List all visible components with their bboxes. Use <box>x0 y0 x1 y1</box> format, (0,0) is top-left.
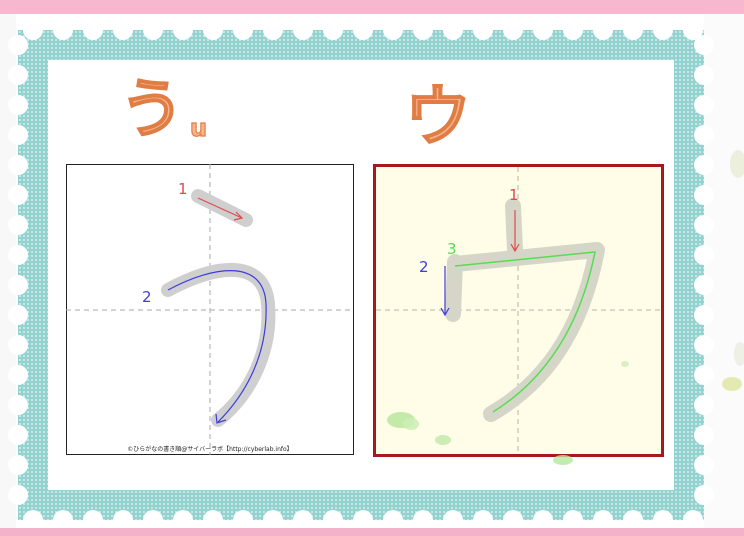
stamp-scallop <box>23 510 43 530</box>
stamp-scallop <box>694 485 714 505</box>
katakana-stroke-2-number: 2 <box>419 258 429 276</box>
stamp-scallop <box>233 510 253 530</box>
stamp-scallop <box>694 395 714 415</box>
stamp-scallop <box>443 20 463 40</box>
stamp-scallop <box>113 20 133 40</box>
stamp-scallop <box>143 20 163 40</box>
stamp-scallop <box>694 65 714 85</box>
stamp-scallop <box>533 510 553 530</box>
stamp-scallop <box>173 20 193 40</box>
stamp-scallop <box>293 20 313 40</box>
stamp-scallop <box>683 20 703 40</box>
stamp-scallop <box>8 365 28 385</box>
stamp-scallop <box>293 510 313 530</box>
katakana-stroke-3-number: 3 <box>447 240 457 258</box>
stamp-scallop <box>653 20 673 40</box>
stamp-scallop <box>8 425 28 445</box>
stamp-scallop <box>694 365 714 385</box>
stamp-scallop <box>8 395 28 415</box>
hiragana-stroke-diagram: 1 2 <box>66 164 354 455</box>
stamp-scallop <box>593 510 613 530</box>
stamp-scallop <box>8 65 28 85</box>
stamp-scallop <box>413 510 433 530</box>
stamp-scallop <box>533 20 553 40</box>
stamp-scallop <box>8 35 28 55</box>
top-pink-bar <box>0 0 744 14</box>
stamp-scallop <box>694 125 714 145</box>
right-flowers-decoration <box>722 150 744 391</box>
stamp-scallop <box>263 20 283 40</box>
stamp-scallop <box>233 20 253 40</box>
stamp-scallop <box>203 20 223 40</box>
stamp-scallop <box>694 305 714 325</box>
stamp-scallop <box>694 455 714 475</box>
stamp-scallop <box>383 510 403 530</box>
stamp-scallop <box>8 275 28 295</box>
stamp-scallop <box>83 20 103 40</box>
stamp-scallop <box>8 185 28 205</box>
stamp-scallop <box>83 510 103 530</box>
katakana-stroke-diagram: 1 2 3 <box>376 167 661 465</box>
katakana-title: ウ <box>404 78 472 155</box>
stamp-scallop <box>623 510 643 530</box>
stamp-scallop <box>8 485 28 505</box>
stamp-scallop <box>503 20 523 40</box>
katakana-stroke-1-number: 1 <box>509 186 519 204</box>
stamp-scallop <box>383 20 403 40</box>
stamp-scallop <box>473 20 493 40</box>
stamp-scallop <box>694 245 714 265</box>
stamp-scallop <box>8 125 28 145</box>
stamp-scallop <box>173 510 193 530</box>
stamp-scallop <box>694 155 714 175</box>
stamp-scallop <box>623 20 643 40</box>
stamp-scallop <box>8 95 28 115</box>
stamp-scallop <box>694 425 714 445</box>
stamp-scallop <box>683 510 703 530</box>
stamp-scallop <box>563 20 583 40</box>
stamp-scallop <box>263 510 283 530</box>
stamp-scallop <box>53 20 73 40</box>
stamp-scallop <box>503 510 523 530</box>
stamp-scallop <box>323 510 343 530</box>
stamp-scallop <box>323 20 343 40</box>
copyright-text: ©ひらがなの書き順@サイバーラボ【http://cyberlab.info】 <box>127 446 293 453</box>
stamp-scallop <box>563 510 583 530</box>
stamp-scallop <box>653 510 673 530</box>
stamp-scallop <box>23 20 43 40</box>
hiragana-title: う <box>119 73 185 147</box>
stamp-scallop <box>694 215 714 235</box>
stamp-scallop <box>143 510 163 530</box>
right-edge-decoration <box>704 14 744 528</box>
bottom-pink-bar <box>0 528 744 536</box>
stamp-scallop <box>593 20 613 40</box>
stamp-scallop <box>694 335 714 355</box>
stamp-scallop <box>113 510 133 530</box>
stamp-scallop <box>694 95 714 115</box>
hiragana-stroke-2-number: 2 <box>142 288 152 306</box>
stamp-scallop <box>203 510 223 530</box>
stamp-scallop <box>443 510 463 530</box>
stamp-scallop <box>8 455 28 475</box>
stamp-scallop <box>8 305 28 325</box>
stamp-scallop <box>353 510 373 530</box>
stamp-scallop <box>8 215 28 235</box>
stamp-scallop <box>8 335 28 355</box>
left-edge <box>0 14 16 528</box>
stamp-scallop <box>694 275 714 295</box>
stamp-scallop <box>353 20 373 40</box>
stamp-scallop <box>694 185 714 205</box>
stamp-scallop <box>8 245 28 265</box>
stamp-scallop <box>473 510 493 530</box>
romaji-label: u <box>189 114 208 142</box>
stamp-scallop <box>53 510 73 530</box>
stamp-scallop <box>694 35 714 55</box>
stamp-scallop <box>8 155 28 175</box>
hiragana-stroke-1-number: 1 <box>178 180 188 198</box>
stamp-scallop <box>413 20 433 40</box>
